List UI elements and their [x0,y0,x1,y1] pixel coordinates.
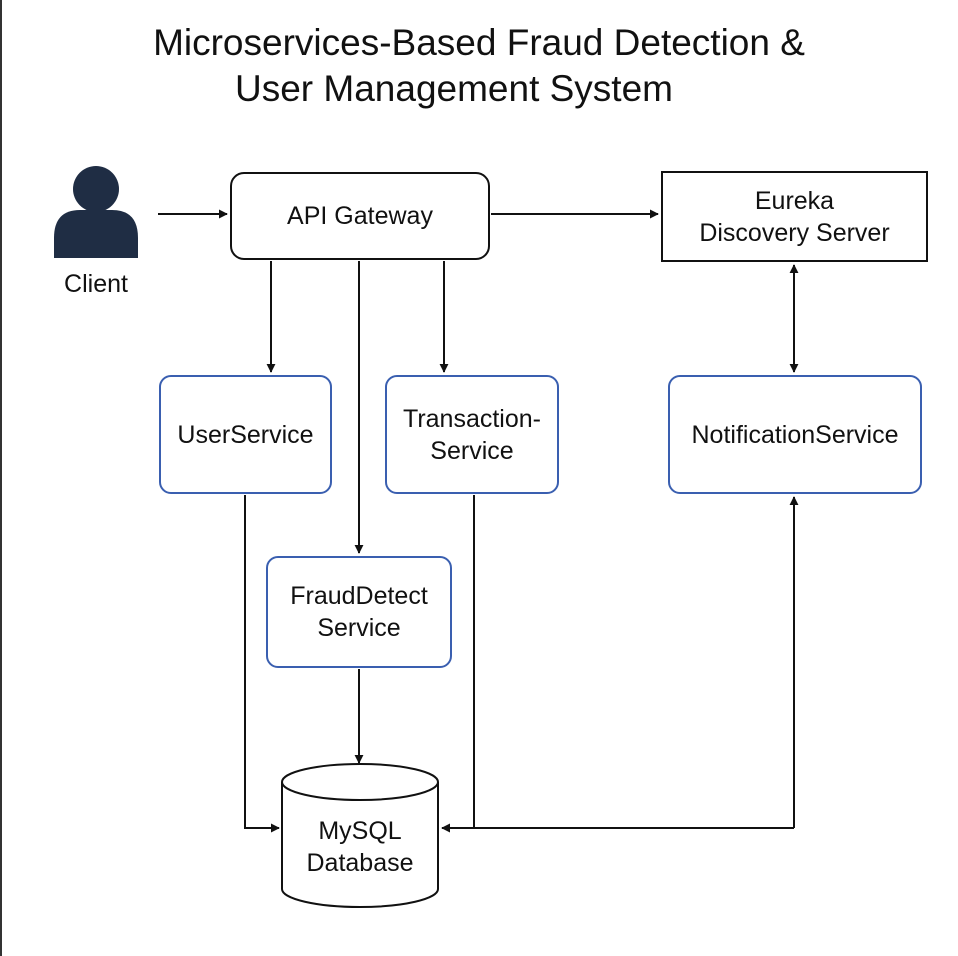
transaction-service-label-line-2: Service [430,436,514,465]
title-line-1: Microservices-Based Fraud Detection & [153,22,805,63]
api-gateway-label: API Gateway [287,202,433,230]
eureka-label-line-2: Discovery Server [699,218,890,247]
notification-service-label: NotificationService [691,420,899,449]
eureka-label-line-1: Eureka [754,186,835,215]
client-label: Client [64,270,128,298]
transaction-service-label-line-1: Transaction- [402,404,541,433]
api-gateway-node[interactable]: API Gateway [230,172,490,260]
user-service-label: UserService [177,420,314,449]
title-line-2: User Management System [234,68,673,109]
fraud-detect-service-node[interactable]: FraudDetect Service [266,556,452,668]
fraud-service-label-line-2: Service [317,614,401,642]
page-border [0,0,2,956]
database-label-line-2: Database [306,849,414,877]
database-cylinder [281,763,439,908]
transaction-service-node[interactable]: Transaction- Service [385,375,559,494]
user-service-node[interactable]: UserService [159,375,332,494]
database-label: MySQL Database [282,815,438,879]
notification-service-node[interactable]: NotificationService [668,375,922,494]
fraud-service-label-line-1: FraudDetect [290,582,428,610]
eureka-server-node[interactable]: Eureka Discovery Server [661,171,928,262]
edge-userservice-database [244,495,280,833]
diagram-title: Microservices-Based Fraud Detection & Us… [0,20,958,112]
client-user-icon [54,166,138,258]
database-label-line-1: MySQL [318,817,402,845]
